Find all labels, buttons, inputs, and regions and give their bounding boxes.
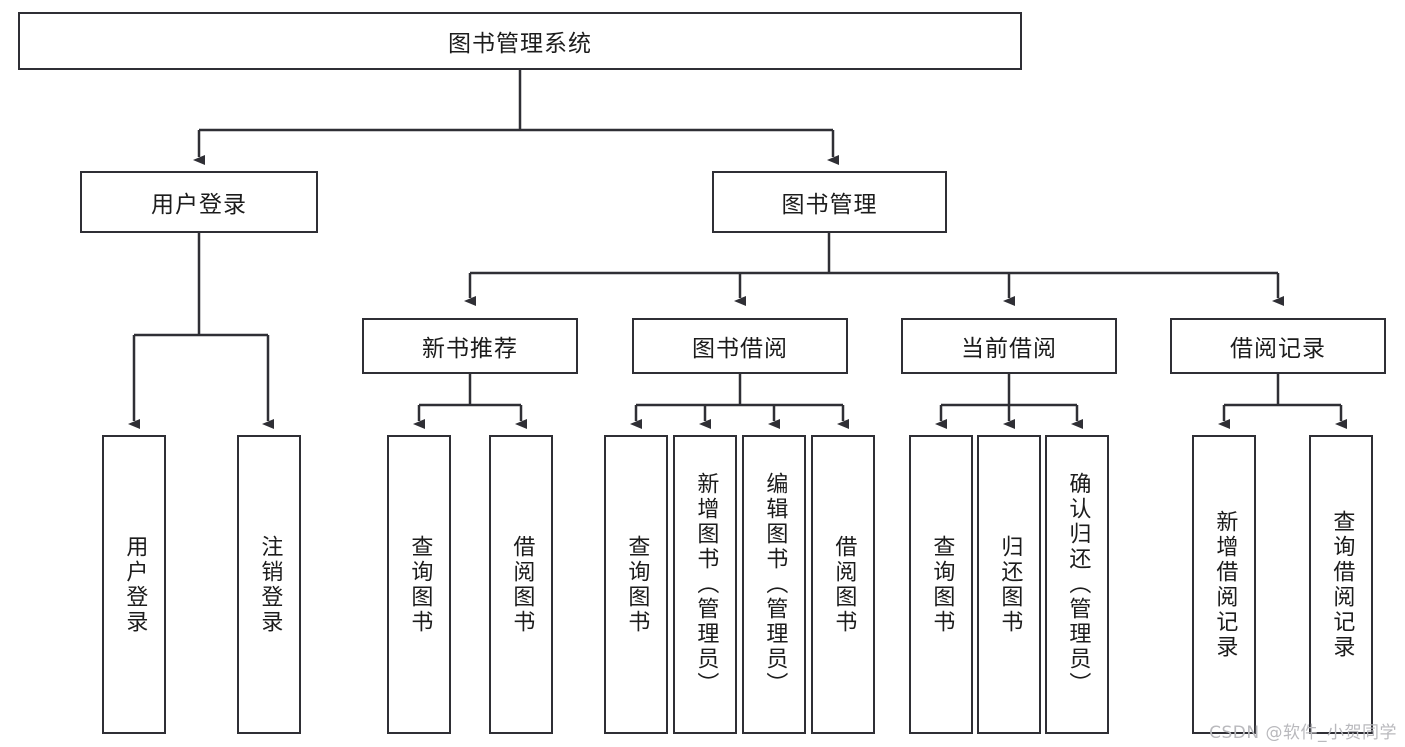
node-leaf-logout-label: 注销登录 (257, 534, 283, 635)
node-book-borrow-label: 图书借阅 (692, 336, 788, 362)
node-root[interactable]: 图书管理系统 (18, 12, 1022, 70)
node-leaf-user-login-label: 用户登录 (122, 534, 148, 635)
watermark-text: CSDN @软件_小贺同学 (1209, 723, 1397, 743)
node-user-login[interactable]: 用户登录 (80, 171, 318, 233)
node-leaf-edit-book-label: 编辑图书（管理员） (762, 472, 788, 697)
node-leaf-borrow-book-2[interactable]: 借阅图书 (811, 435, 875, 734)
node-leaf-query-book-2[interactable]: 查询图书 (604, 435, 668, 734)
node-leaf-confirm-return-label: 确认归还（管理员） (1065, 472, 1091, 697)
node-leaf-query-book-1-label: 查询图书 (407, 534, 433, 635)
node-leaf-query-book-3-label: 查询图书 (929, 534, 955, 635)
node-borrow-record[interactable]: 借阅记录 (1170, 318, 1386, 374)
node-leaf-query-book-2-label: 查询图书 (624, 534, 650, 635)
node-new-book-recommend-label: 新书推荐 (422, 336, 518, 362)
node-root-label: 图书管理系统 (448, 31, 592, 57)
node-leaf-user-login[interactable]: 用户登录 (102, 435, 166, 734)
node-user-login-label: 用户登录 (151, 192, 247, 218)
node-leaf-edit-book[interactable]: 编辑图书（管理员） (742, 435, 806, 734)
node-leaf-add-book[interactable]: 新增图书（管理员） (673, 435, 737, 734)
node-leaf-add-book-label: 新增图书（管理员） (693, 472, 719, 697)
node-leaf-add-record[interactable]: 新增借阅记录 (1192, 435, 1256, 734)
node-leaf-borrow-book-2-label: 借阅图书 (831, 534, 857, 635)
node-leaf-query-book-3[interactable]: 查询图书 (909, 435, 973, 734)
node-leaf-borrow-book-1[interactable]: 借阅图书 (489, 435, 553, 734)
node-leaf-logout[interactable]: 注销登录 (237, 435, 301, 734)
node-leaf-borrow-book-1-label: 借阅图书 (509, 534, 535, 635)
node-leaf-confirm-return[interactable]: 确认归还（管理员） (1045, 435, 1109, 734)
node-leaf-return-book[interactable]: 归还图书 (977, 435, 1041, 734)
node-book-manage-label: 图书管理 (781, 192, 878, 218)
node-leaf-query-book-1[interactable]: 查询图书 (387, 435, 451, 734)
node-current-borrow-label: 当前借阅 (961, 336, 1057, 362)
node-leaf-return-book-label: 归还图书 (997, 534, 1023, 635)
node-leaf-query-record-label: 查询借阅记录 (1329, 509, 1355, 660)
node-book-manage[interactable]: 图书管理 (712, 171, 947, 233)
node-leaf-query-record[interactable]: 查询借阅记录 (1309, 435, 1373, 734)
node-book-borrow[interactable]: 图书借阅 (632, 318, 848, 374)
node-leaf-add-record-label: 新增借阅记录 (1212, 509, 1238, 660)
node-borrow-record-label: 借阅记录 (1230, 336, 1326, 362)
node-current-borrow[interactable]: 当前借阅 (901, 318, 1117, 374)
node-new-book-recommend[interactable]: 新书推荐 (362, 318, 578, 374)
